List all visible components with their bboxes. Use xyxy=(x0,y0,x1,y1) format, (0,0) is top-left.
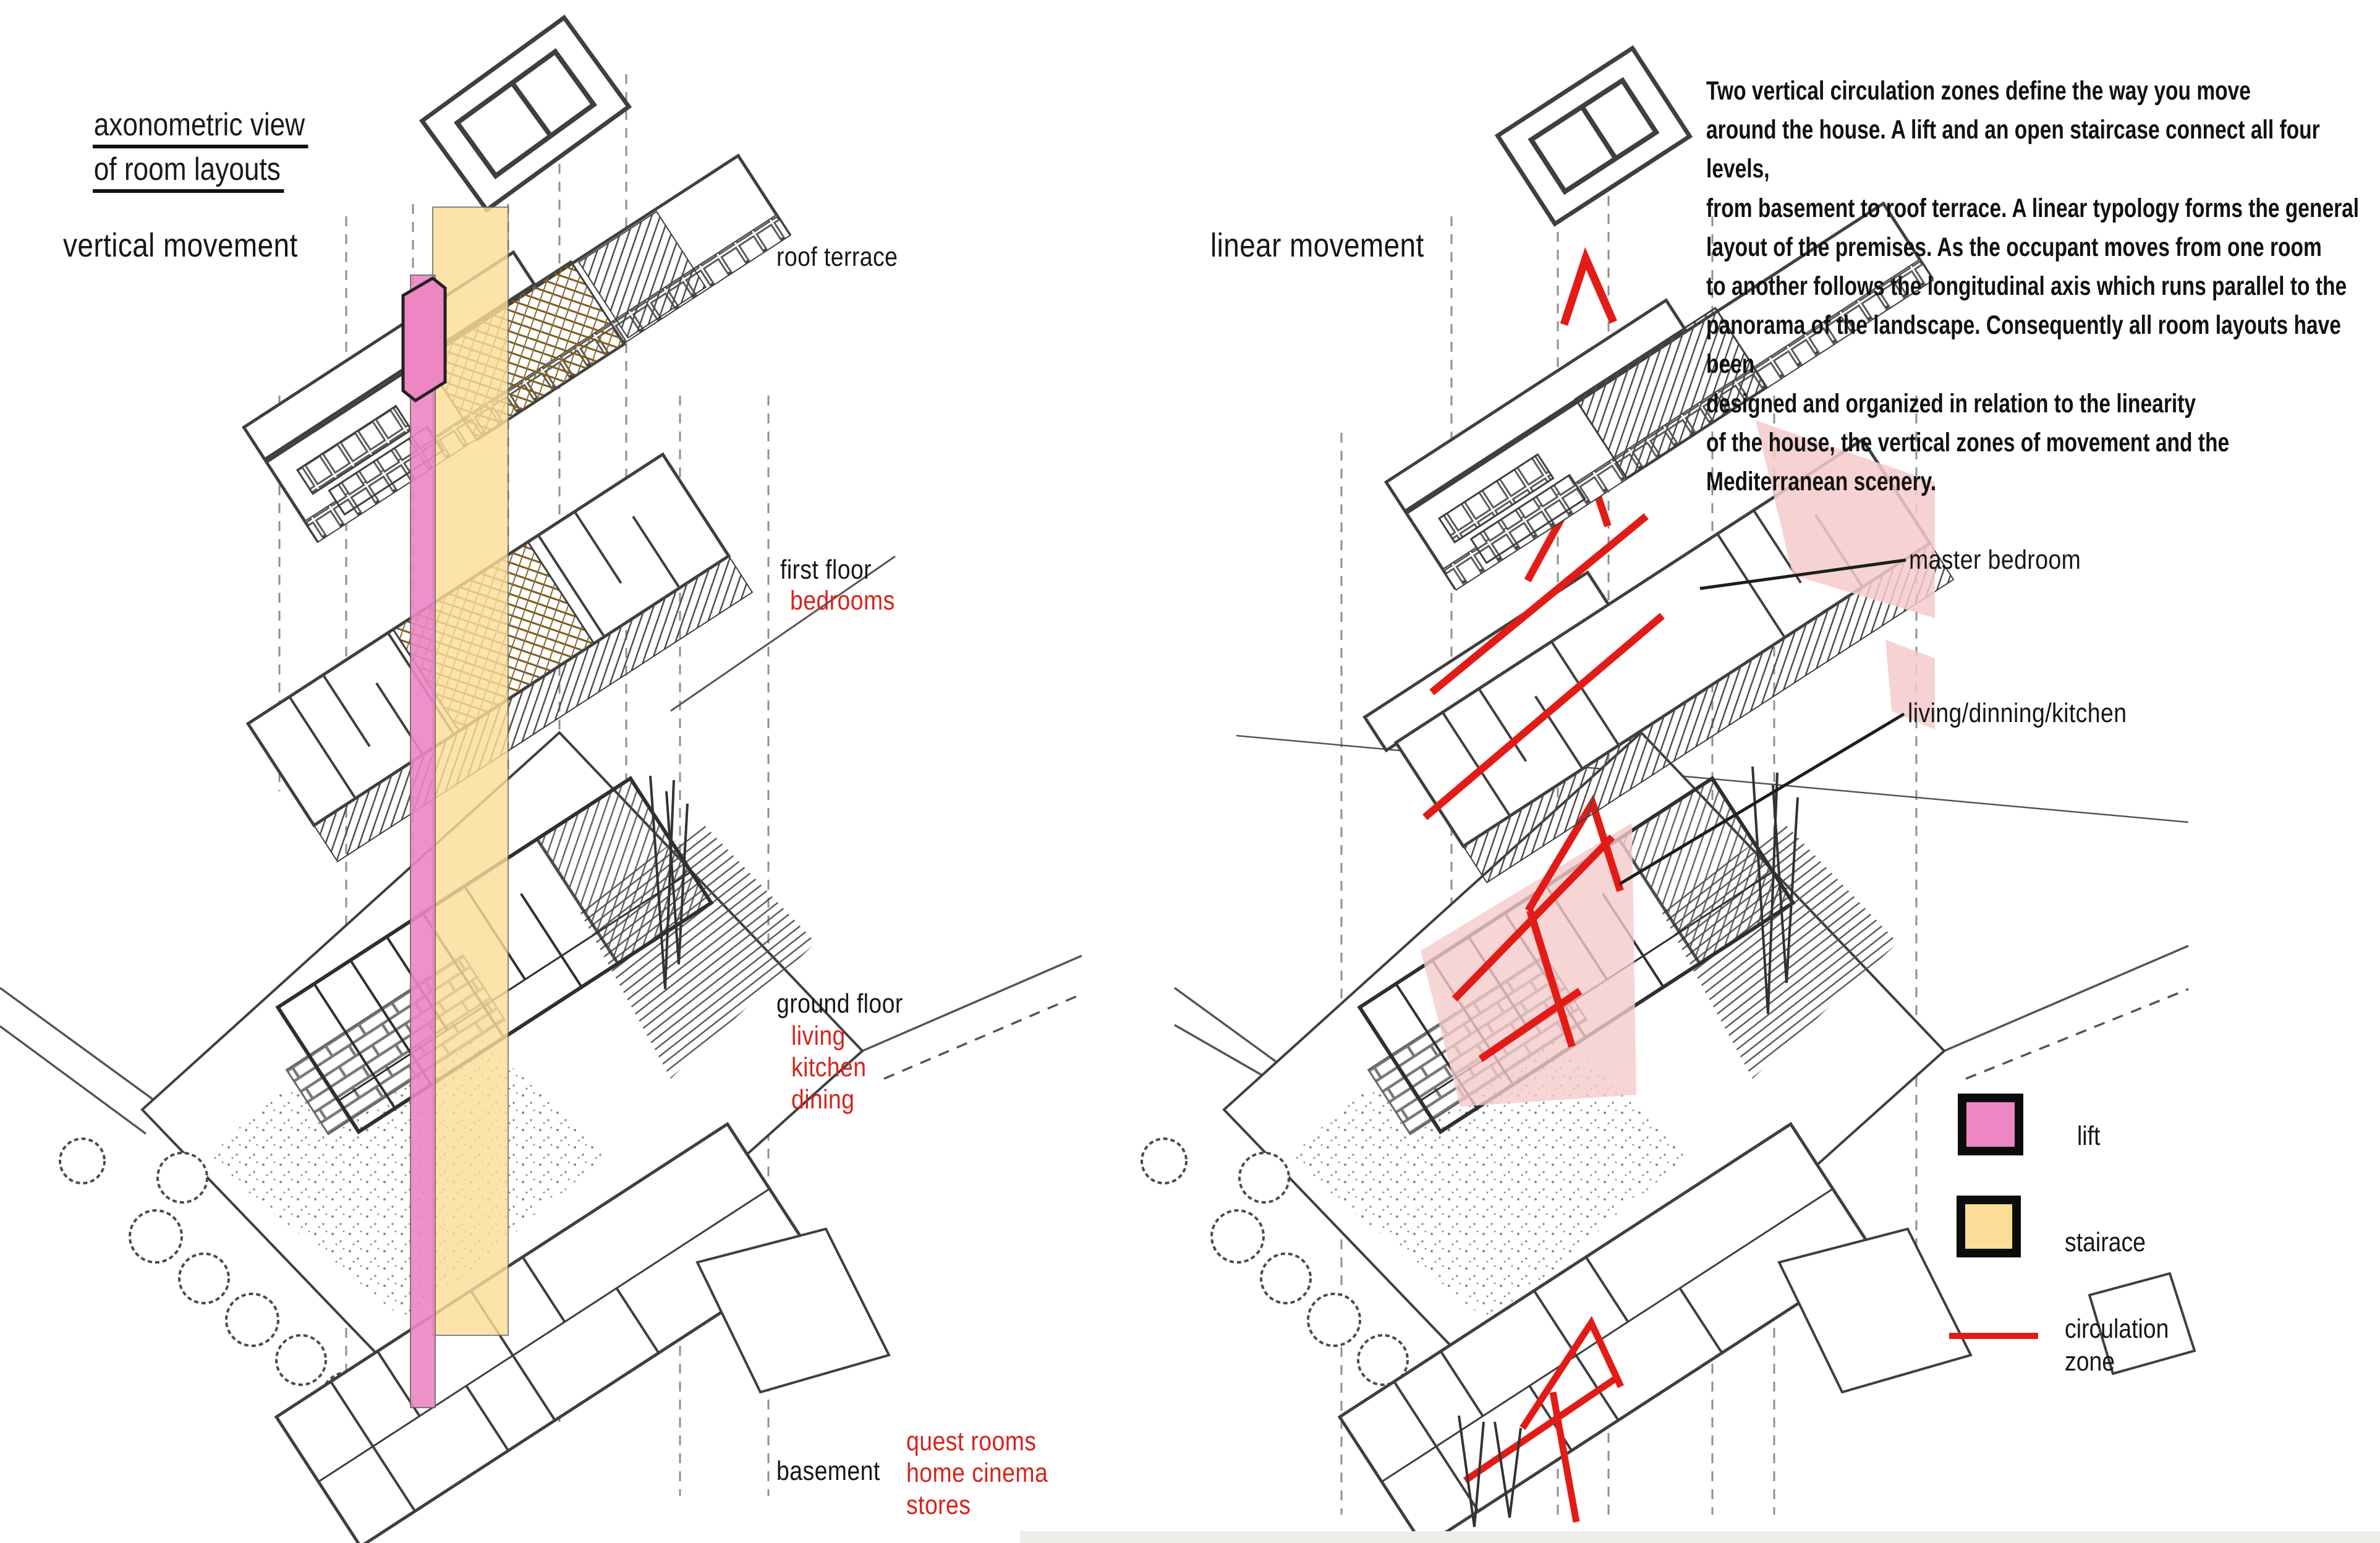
page-title-line2: of room layouts xyxy=(93,153,284,193)
circulation-legend-label: circulation zone xyxy=(2065,1314,2169,1377)
linear-movement-label: linear movement xyxy=(1210,227,1424,264)
basement-rooms-label: quest rooms home cinema stores xyxy=(906,1426,1048,1520)
lift-legend-label: lift xyxy=(2077,1121,2101,1151)
circulation-legend-line xyxy=(1949,1333,2038,1339)
reed-plants xyxy=(649,775,689,990)
basement-label: basement xyxy=(776,1456,880,1486)
staircase-legend-label: stairace xyxy=(2065,1227,2146,1257)
description-paragraph: Two vertical circulation zones define th… xyxy=(1706,76,2360,497)
right-axonometric-drawing xyxy=(1141,45,2196,1543)
basement-level-right xyxy=(1337,766,2196,1543)
vertical-movement-label: vertical movement xyxy=(63,227,298,264)
skylight-frame-right xyxy=(1494,45,1693,227)
page-title-line1: axonometric view xyxy=(93,109,308,148)
roof-terrace-label: roof terrace xyxy=(776,242,898,272)
first-floor-label: first floor xyxy=(780,555,872,585)
master-bedroom-label: master bedroom xyxy=(1909,545,2081,575)
staircase-legend-swatch xyxy=(1957,1196,2021,1257)
roof-terrace-level-right xyxy=(1383,201,1934,591)
reed-plants xyxy=(1458,766,1799,1528)
ground-floor-rooms-label: living kitchen dining xyxy=(791,1021,867,1115)
first-floor-leader-line xyxy=(670,555,896,712)
leader-lines xyxy=(1618,558,1906,886)
basement-annex xyxy=(695,1227,891,1394)
roof-circulation-line xyxy=(1560,247,1617,326)
page-title: axonometric view of room layouts xyxy=(93,109,308,198)
basement-level-left xyxy=(274,775,891,1543)
master-bedroom-leader-line xyxy=(1699,558,1906,590)
staircase-zone-band xyxy=(432,206,509,1336)
ground-floor-label: ground floor xyxy=(776,988,903,1019)
lift-zone-band xyxy=(410,274,436,1408)
master-bedroom-highlight-lower xyxy=(1885,640,1935,729)
first-floor-rooms-label: bedrooms xyxy=(790,585,895,616)
basement-annex xyxy=(1777,1227,1973,1394)
basement-circulation-lines xyxy=(1463,1316,1624,1523)
skylight-frame-left xyxy=(419,14,632,213)
living-dining-kitchen-label: living/dinning/kitchen xyxy=(1908,698,2127,728)
left-axonometric-drawing xyxy=(0,14,1082,1543)
lift-legend-swatch xyxy=(1958,1094,2023,1155)
basement-outbuilding xyxy=(2088,1272,2196,1375)
master-bedroom-highlight xyxy=(1756,420,1935,618)
first-floor-level-right xyxy=(1362,420,1955,884)
lift-box xyxy=(401,276,447,403)
living-dining-kitchen-highlight xyxy=(1421,823,1636,1107)
living-kitchen-leader-line xyxy=(1618,712,1905,886)
footer-strip xyxy=(1020,1531,2380,1543)
